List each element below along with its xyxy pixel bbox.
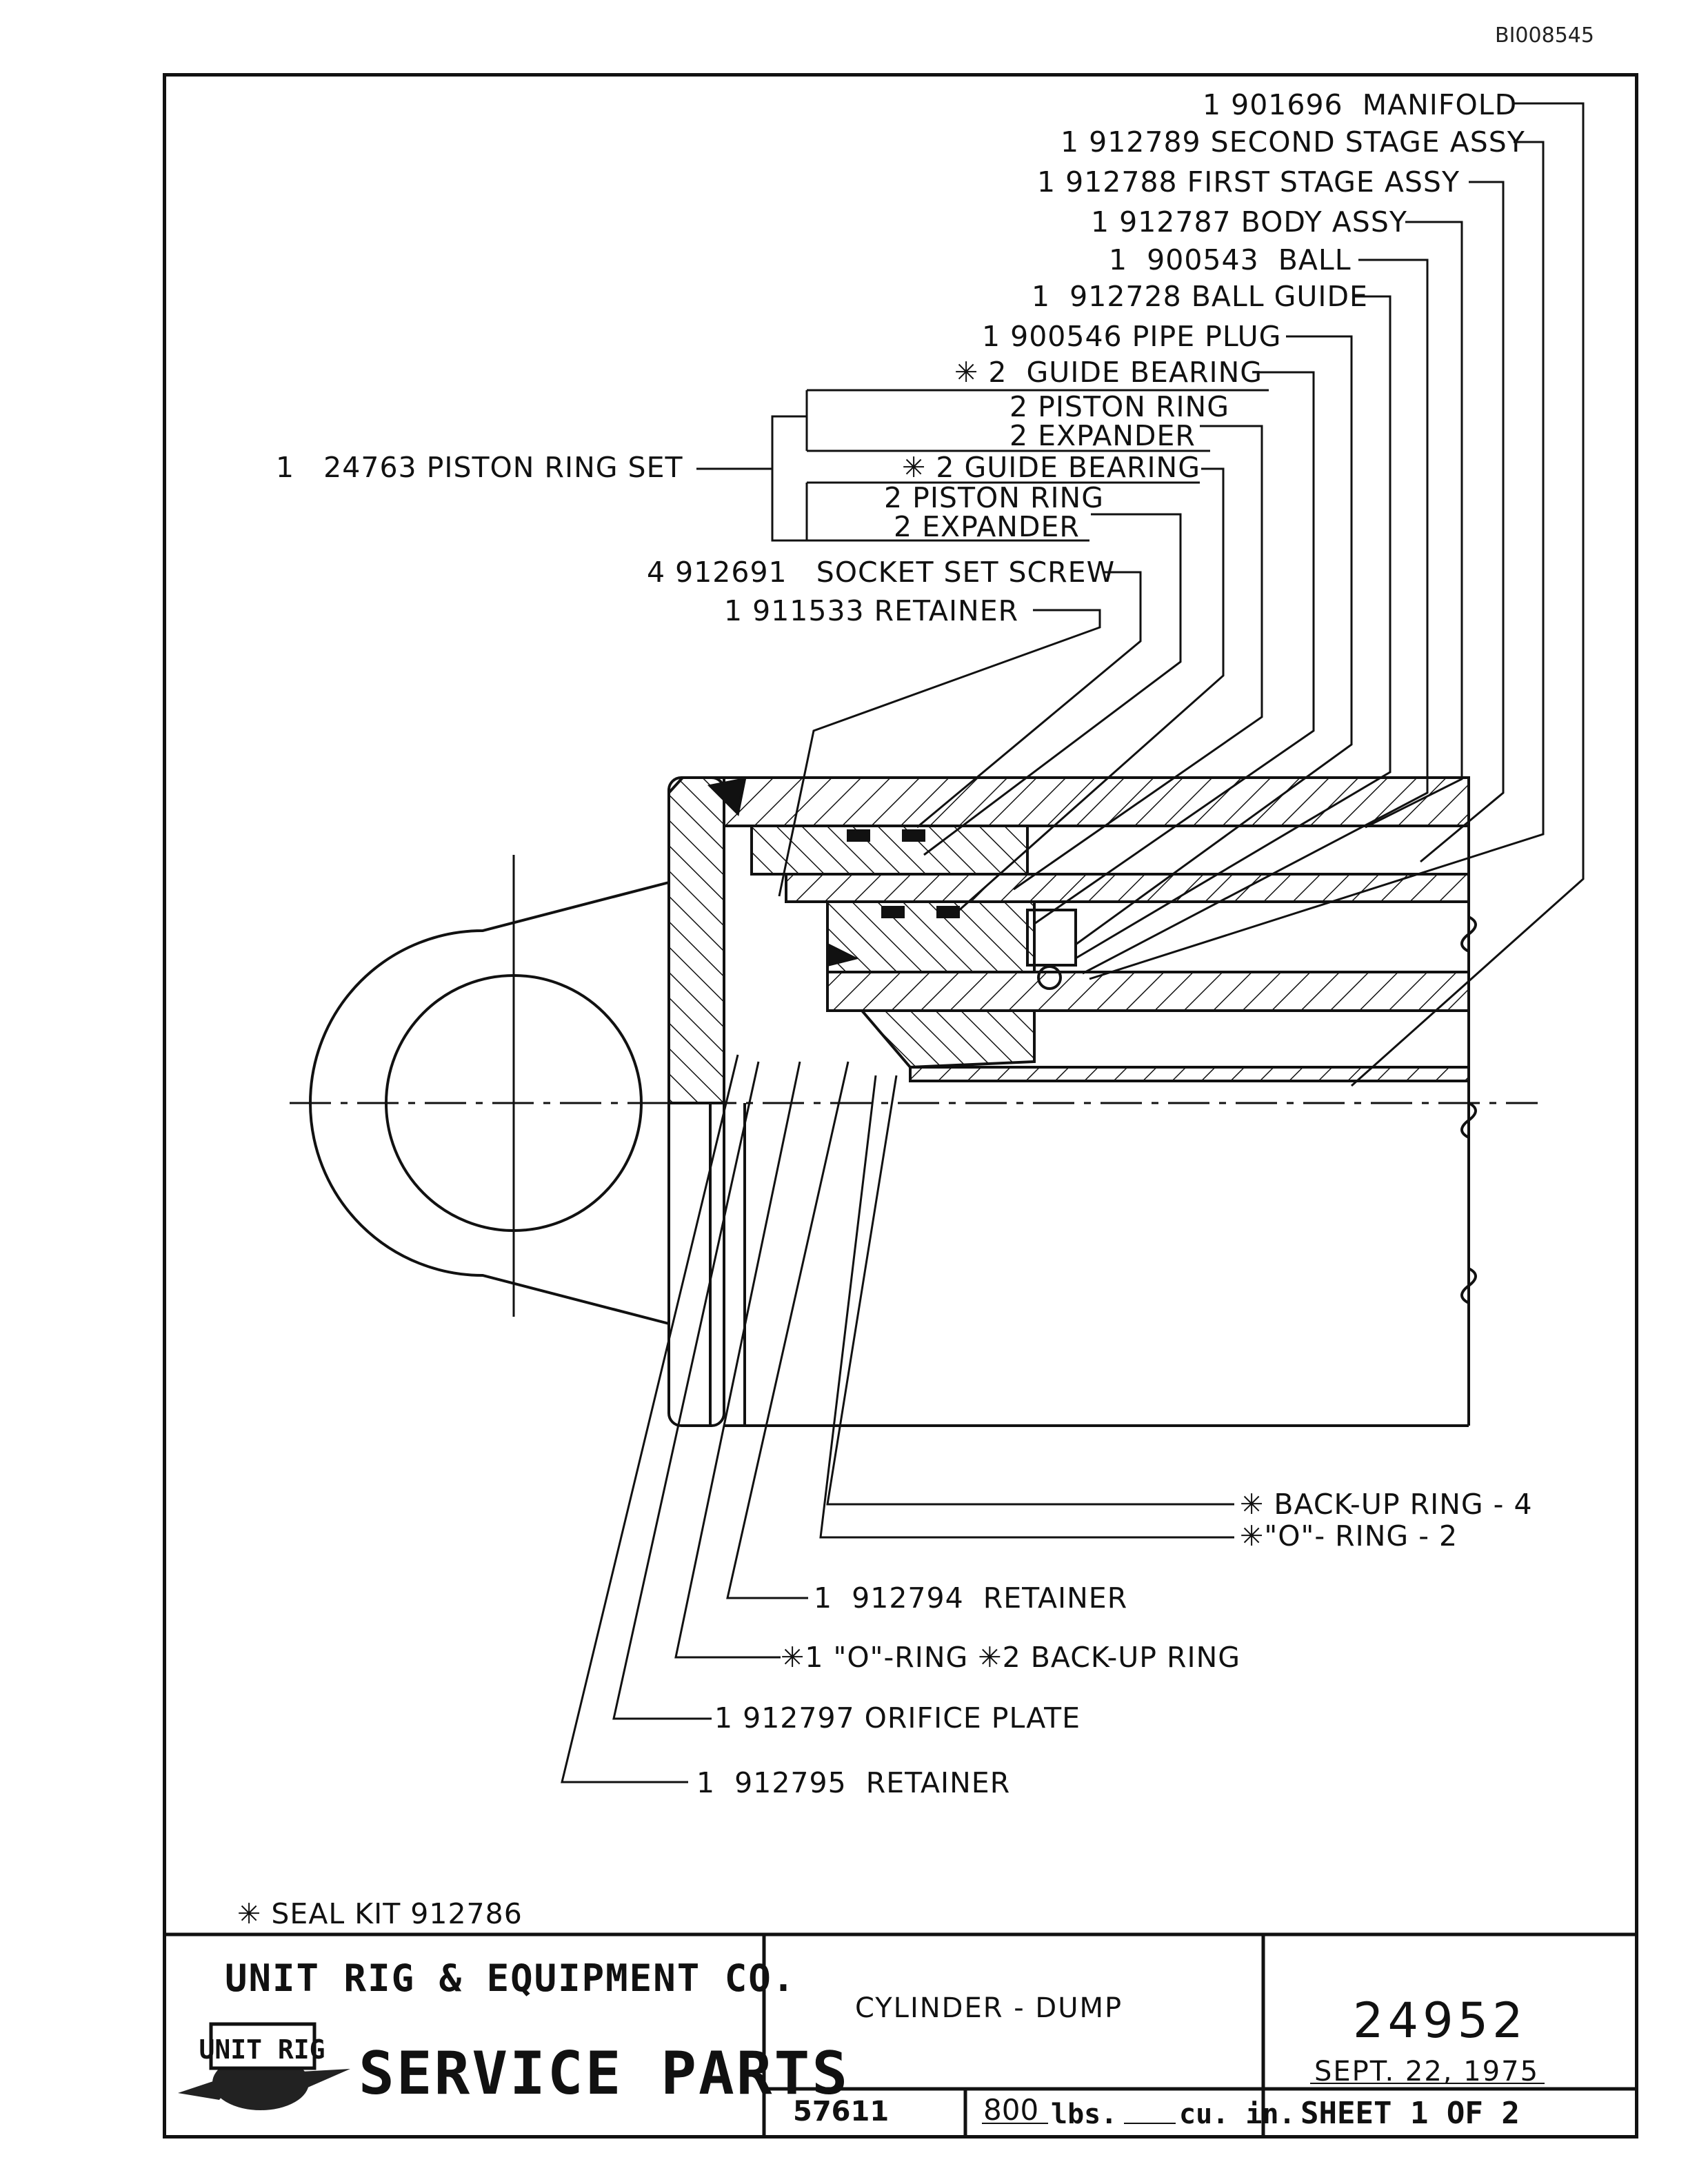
second-stage-piston (826, 900, 1036, 973)
service-parts: SERVICE PARTS (359, 2039, 850, 2108)
document-id: BI008545 (1495, 23, 1594, 48)
company-name: UNIT RIG & EQUIPMENT CO. (225, 1957, 796, 2000)
callout-ball: 1 900543 BALL (1109, 243, 1352, 276)
seal-kit-note: ✳ SEAL KIT 912786 (237, 1897, 523, 1930)
callout-orifice-plate: 1 912797 ORIFICE PLATE (714, 1701, 1081, 1735)
callout-first-stage-assy: 1 912788 FIRST STAGE ASSY (1037, 165, 1460, 199)
first-stage-tube (785, 873, 1470, 903)
callout-ball-guide: 1 912728 BALL GUIDE (1032, 280, 1368, 313)
outer-tube (723, 776, 1470, 827)
callout-guide-bearing-2: ✳ 2 GUIDE BEARING (902, 451, 1200, 484)
inner-rod (909, 1066, 1470, 1082)
callout-piston-ring-2: 2 PISTON RING (884, 481, 1104, 514)
callout-retainer-911533: 1 911533 RETAINER (724, 594, 1019, 627)
callout-socket-set-screw: 4 912691 SOCKET SET SCREW (647, 556, 1116, 589)
callout-retainer-912795: 1 912795 RETAINER (696, 1766, 1011, 1799)
drawing-number: 24952 (1353, 1992, 1527, 2049)
svg-text:UNIT RIG: UNIT RIG (199, 2034, 325, 2065)
drawing-title: CYLINDER - DUMP (855, 1992, 1123, 2024)
callout-piston-ring-set: 1 24763 PISTON RING SET (276, 451, 683, 484)
weight-unit: lbs. (1051, 2099, 1118, 2130)
callout-expander-1: 2 EXPANDER (1009, 419, 1196, 452)
unit-rig-logo: UNIT RIG (178, 2022, 350, 2110)
second-stage-tube (826, 971, 1470, 1012)
callout-manifold: 1 901696 MANIFOLD (1203, 88, 1518, 121)
callout-retainer-912794: 1 912794 RETAINER (814, 1581, 1128, 1615)
callout-guide-bearing-1: ✳ 2 GUIDE BEARING (954, 356, 1263, 389)
end-cap (667, 776, 725, 1104)
callout-o-ring-back-up-ring: ✳1 "O"-RING ✳2 BACK-UP RING (781, 1641, 1241, 1674)
volume-unit: cu. in. (1179, 2099, 1296, 2130)
drawing-date: SEPT. 22, 1975 (1314, 2056, 1540, 2087)
callout-back-up-ring-4: ✳ BACK-UP RING - 4 (1240, 1488, 1533, 1521)
weight-value: 800 (983, 2093, 1039, 2127)
callout-piston-ring-1: 2 PISTON RING (1009, 390, 1229, 423)
drawing-frame (163, 73, 1638, 2138)
part-reference: 57611 (793, 2096, 890, 2127)
callout-pipe-plug: 1 900546 PIPE PLUG (982, 320, 1282, 353)
callout-body-assy: 1 912787 BODY ASSY (1091, 205, 1407, 239)
callout-o-ring-2: ✳"O"- RING - 2 (1240, 1519, 1458, 1553)
sheet-number: SHEET 1 OF 2 (1300, 2096, 1520, 2131)
callout-second-stage-assy: 1 912789 SECOND STAGE ASSY (1061, 125, 1525, 159)
callout-expander-2: 2 EXPANDER (894, 510, 1080, 543)
